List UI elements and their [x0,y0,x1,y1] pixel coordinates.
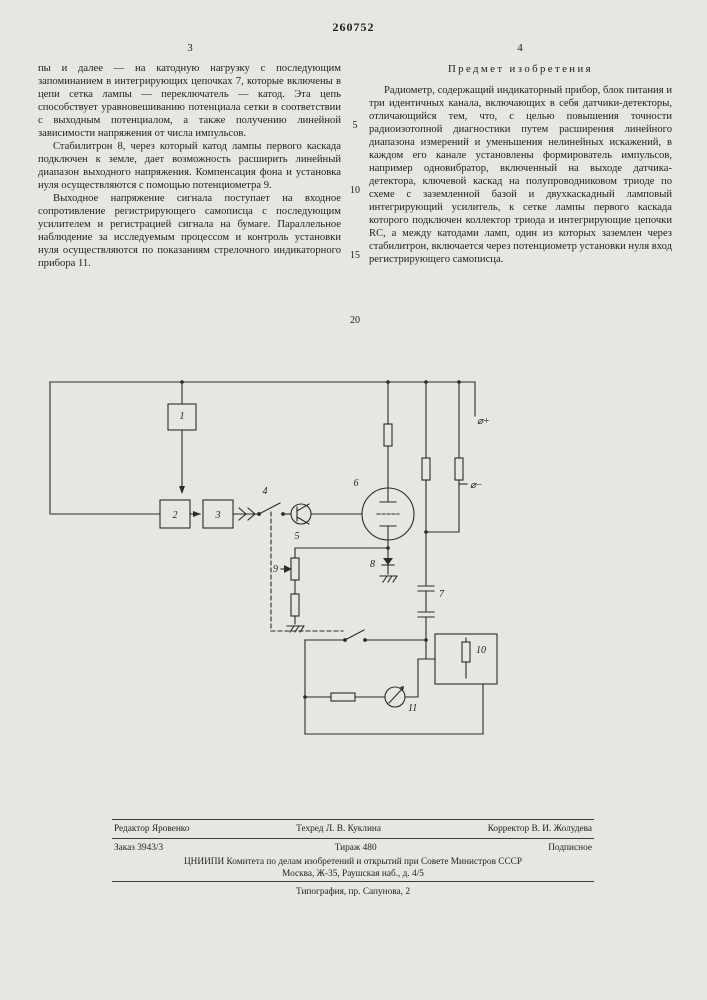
circuit-diagram-svg: 1 2 3 4 5 6 7 8 9 10 11 ⌀+ ⌀− [49,380,498,735]
claim-paragraph: Радиометр, содержащий индикаторный прибо… [369,85,672,265]
print-run: Тираж 480 [334,843,377,853]
diagram-label-6: 6 [354,478,359,489]
line-number-10: 10 [350,185,360,196]
right-column: Предмет изобретения Радиометр, содержащи… [369,62,672,270]
diagram-label-5: 5 [295,531,300,542]
line-number-5: 5 [352,120,358,131]
column-number-left: 3 [187,42,193,54]
diagram-label-10: 10 [476,645,486,656]
editor-credit: Редактор Яровенко [114,824,190,834]
terminal-plus-label: ⌀+ [477,416,490,427]
staff-row: Редактор Яровенко Техред Л. В. Куклина К… [112,821,594,837]
diagram-label-4: 4 [263,486,268,497]
text-columns: пы и далее — на катодную нагрузку с посл… [38,62,672,270]
line-number-15: 15 [350,250,360,261]
diagram-wires [49,381,498,735]
paragraph: Стабилитрон 8, через который катод лампы… [38,141,341,191]
diagram-marks [179,380,461,699]
patent-number: 260752 [332,20,375,34]
divider [112,838,594,839]
diagram-labels: 1 2 3 4 5 6 7 8 9 10 11 ⌀+ ⌀− [173,411,490,714]
diagram-label-11: 11 [408,703,417,714]
circuit-diagram: 1 2 3 4 5 6 7 8 9 10 11 ⌀+ ⌀− [38,372,508,757]
divider [112,881,594,882]
paragraph: Выходное напряжение сигнала поступает на… [38,193,341,269]
corrector-credit: Корректор В. И. Жолудева [487,824,592,834]
order-number: Заказ 3943/3 [114,843,164,853]
diagram-label-9: 9 [273,564,278,575]
tech-credit: Техред Л. В. Куклина [296,824,382,834]
diagram-label-2: 2 [173,510,178,521]
diagram-label-7: 7 [439,589,445,600]
imprint-footer: Редактор Яровенко Техред Л. В. Куклина К… [112,818,594,898]
diagram-label-8: 8 [370,559,375,570]
column-number-right: 4 [517,42,523,54]
diagram-label-3: 3 [215,510,221,521]
divider [112,819,594,820]
org-line-2: Москва, Ж-35, Раушская наб., д. 4/5 [282,869,424,879]
left-column: пы и далее — на катодную нагрузку с посл… [38,62,341,270]
diagram-label-1: 1 [180,411,185,422]
printing-house-line: Типография, пр. Сапунова, 2 [296,887,410,897]
paragraph: пы и далее — на катодную нагрузку с посл… [38,63,341,139]
line-number-20: 20 [350,315,360,326]
order-row: Заказ 3943/3 Тираж 480 Подписное [112,840,594,856]
org-line-1: ЦНИИПИ Комитета по делам изобретений и о… [183,857,523,867]
terminal-minus-label: ⌀− [470,480,483,491]
claim-heading: Предмет изобретения [447,63,594,75]
subscription-note: Подписное [548,843,592,853]
